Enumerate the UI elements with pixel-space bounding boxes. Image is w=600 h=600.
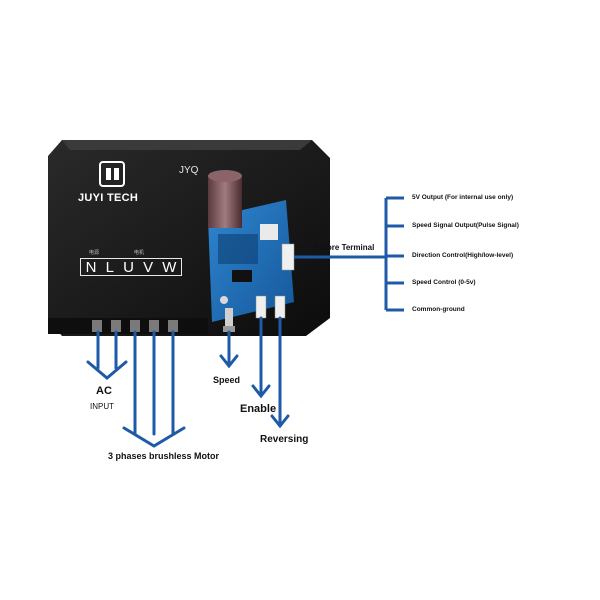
- ac-label: AC: [96, 385, 112, 397]
- enable-arrow: [251, 316, 271, 399]
- reversing-arrow: [270, 316, 290, 429]
- juyi-logo-icon: [99, 161, 125, 187]
- control-pcb: [208, 200, 294, 322]
- pin-direction-control-label: Direction Control(High/low-level): [412, 252, 514, 259]
- power-group-label: 电源: [89, 250, 100, 256]
- motor-group-label: 电机: [134, 250, 145, 256]
- terminal-strip: N L U V W: [80, 258, 182, 276]
- pin-speed-control-label: Speed Control (0-5v): [412, 279, 476, 286]
- motor-arrows: [122, 330, 186, 448]
- speed-arrow: [219, 330, 239, 369]
- reversing-switch: [274, 295, 286, 319]
- input-label: INPUT: [90, 402, 114, 411]
- terminal-letter: U: [123, 258, 134, 276]
- terminal-letter: N: [85, 258, 97, 276]
- terminal-bracket: [294, 196, 404, 312]
- pin-speed-signal-label: Speed Signal Output(Pulse Signal): [412, 222, 519, 229]
- speed-label: Speed: [213, 375, 241, 385]
- capacitor: [208, 170, 242, 228]
- reversing-label: Reversing: [260, 434, 309, 445]
- speed-potentiometer: [223, 308, 235, 332]
- enable-switch: [255, 295, 267, 319]
- terminal-letter: L: [105, 258, 114, 276]
- motor-label: 3 phases brushless Motor: [108, 451, 220, 461]
- five-core-connector: [281, 243, 295, 271]
- model-prefix-label: JYQ: [179, 165, 199, 176]
- brand-label: JUYI TECH: [78, 192, 139, 204]
- ac-input-arrows: [86, 330, 128, 380]
- terminal-letter: V: [143, 258, 154, 276]
- pin-common-ground-label: Common-ground: [412, 306, 465, 313]
- five-core-terminal-label: 5-Core Terminal: [314, 243, 375, 252]
- pin-5v-output-label: 5V Output (For internal use only): [412, 194, 514, 201]
- terminal-letter: W: [162, 258, 177, 276]
- enable-label: Enable: [240, 403, 277, 415]
- terminal-screws: [92, 320, 178, 332]
